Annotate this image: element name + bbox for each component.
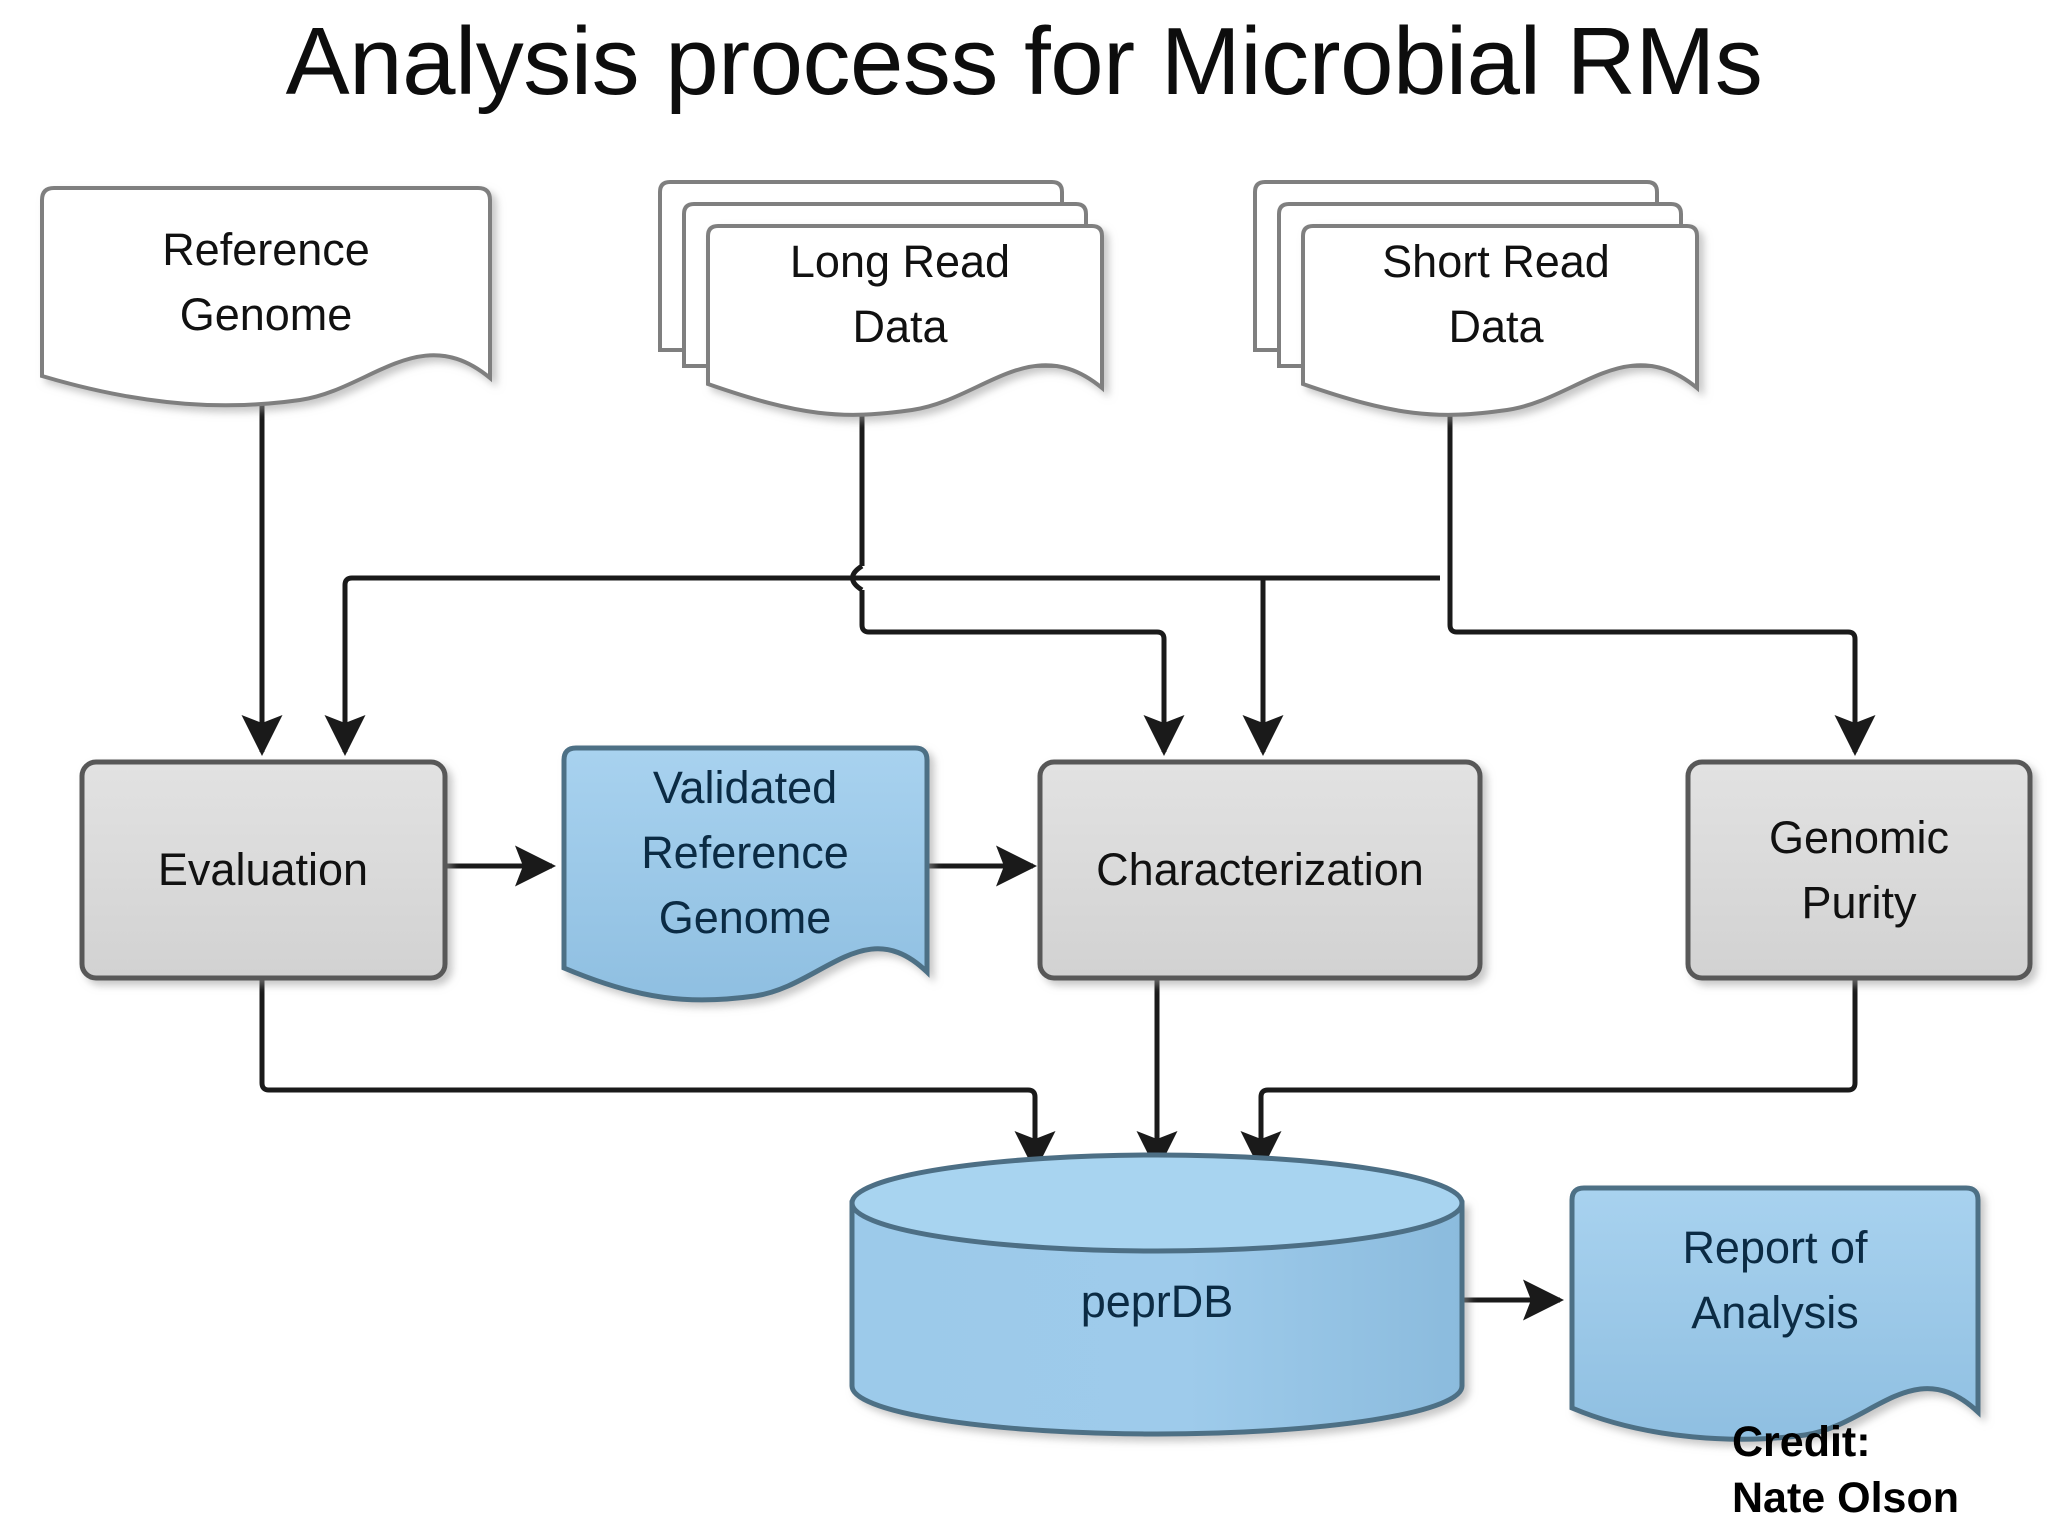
node-reference-genome[interactable]: Reference Genome xyxy=(40,186,492,408)
connector-layer xyxy=(241,400,1876,1321)
node-long-read-data[interactable]: Long Read Data xyxy=(658,180,1104,417)
short-read-data-shape xyxy=(1301,224,1699,417)
short-read-data-label-line2: Data xyxy=(1448,301,1544,352)
edge-genomic-purity-to-peprdb xyxy=(1240,978,1858,1172)
edge-long-read-to-characterization xyxy=(859,590,1185,756)
credit-note: Credit:Nate Olson xyxy=(1732,1418,1959,1522)
edge-bus-to-evaluation xyxy=(324,575,366,756)
validated-reference-genome-label-line1: Validated xyxy=(653,762,837,813)
long-read-data-label-line2: Data xyxy=(852,301,948,352)
node-short-read-data[interactable]: Short Read Data xyxy=(1253,180,1699,417)
long-read-data-shape xyxy=(706,224,1104,417)
node-peprdb[interactable]: peprDB xyxy=(849,1152,1465,1437)
validated-reference-genome-shape xyxy=(561,745,930,1003)
peprdb-label: peprDB xyxy=(1081,1276,1234,1327)
short-read-data-label-line1: Short Read xyxy=(1382,236,1610,287)
reference-genome-label-line1: Reference xyxy=(162,224,370,275)
characterization-shape xyxy=(1037,759,1483,981)
reference-genome-label-line2: Genome xyxy=(180,289,353,340)
peprdb-body xyxy=(849,1200,1465,1437)
peprdb-top-ellipse xyxy=(849,1152,1465,1254)
report-of-analysis-label-line1: Report of xyxy=(1682,1222,1868,1273)
validated-reference-genome-label-line2: Reference xyxy=(641,827,849,878)
node-evaluation[interactable]: Evaluation xyxy=(79,759,448,981)
page-title: Analysis process for Microbial RMs xyxy=(285,8,1763,115)
report-of-analysis-shape xyxy=(1569,1185,1981,1442)
evaluation-shape xyxy=(79,759,448,981)
genomic-purity-shape xyxy=(1685,759,2033,981)
genomic-purity-label-line2: Purity xyxy=(1801,877,1917,928)
reference-genome-shape xyxy=(40,186,492,408)
genomic-purity-label-line1: Genomic xyxy=(1769,812,1949,863)
characterization-label: Characterization xyxy=(1096,844,1424,895)
validated-reference-genome-label-line3: Genome xyxy=(659,892,832,943)
edge-evaluation-to-peprdb xyxy=(259,978,1056,1172)
node-report-of-analysis[interactable]: Report of Analysis xyxy=(1569,1185,1981,1442)
report-of-analysis-label-line2: Analysis xyxy=(1691,1287,1859,1338)
long-read-data-label-line1: Long Read xyxy=(790,236,1010,287)
edge-short-read-to-genomic-purity xyxy=(1447,400,1876,756)
node-validated-reference-genome[interactable]: Validated Reference Genome xyxy=(561,745,930,1003)
node-genomic-purity[interactable]: Genomic Purity xyxy=(1685,759,2033,981)
evaluation-label: Evaluation xyxy=(158,844,368,895)
node-characterization[interactable]: Characterization xyxy=(1037,759,1483,981)
